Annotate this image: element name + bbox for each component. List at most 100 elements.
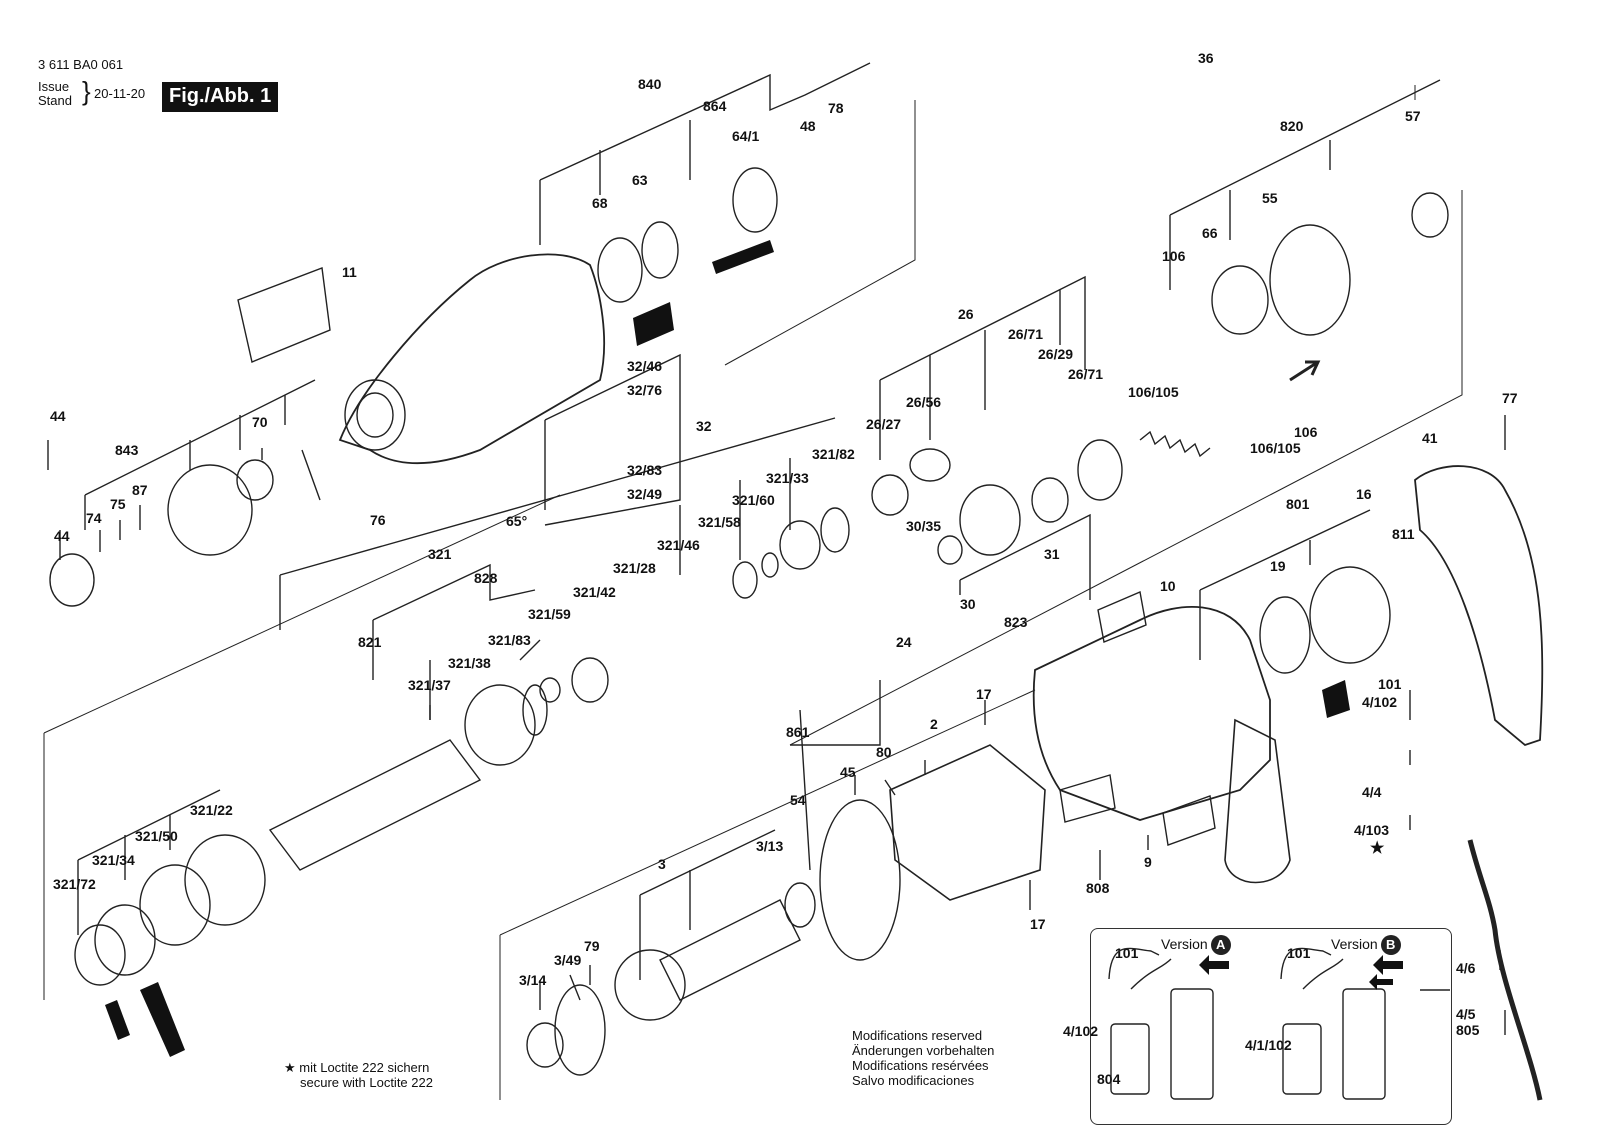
part-label: 36 — [1198, 50, 1214, 66]
part-label: 26 — [958, 306, 974, 322]
part-label: 26/29 — [1038, 346, 1074, 362]
star-icon: ★ — [284, 1060, 296, 1075]
part-label: 2 — [930, 716, 938, 732]
angle-label: 65° — [506, 513, 528, 529]
part-label: 70 — [252, 414, 268, 430]
part-label: 87 — [132, 482, 148, 498]
part-label: 4/5 — [1456, 1006, 1476, 1022]
part-label: 321/42 — [573, 584, 616, 600]
part-label: 26/56 — [906, 394, 942, 410]
part-label: 321/50 — [135, 828, 178, 844]
part-label: 30 — [960, 596, 976, 612]
part-label: 26/71 — [1008, 326, 1044, 342]
part-label: 66 — [1202, 225, 1218, 241]
modifications-fr: Modifications resérvées — [852, 1058, 989, 1073]
version-b-text: Version — [1331, 936, 1378, 952]
part-label: 321/60 — [732, 492, 775, 508]
part-label: 26/27 — [866, 416, 902, 432]
part-label: 44 — [54, 528, 70, 544]
part-label: 9 — [1144, 854, 1152, 870]
part-label: 321/34 — [92, 852, 135, 868]
part-label: 80 — [876, 744, 892, 760]
part-label: 24 — [896, 634, 912, 650]
part-label: 78 — [828, 100, 844, 116]
part-label: 3/49 — [554, 952, 582, 968]
part-label: 32/83 — [627, 462, 663, 478]
part-label: 45 — [840, 764, 856, 780]
loctite-note-en: secure with Loctite 222 — [300, 1075, 433, 1090]
part-label: 321/82 — [812, 446, 855, 462]
part-label: 32/76 — [627, 382, 663, 398]
part-label: 823 — [1004, 614, 1028, 630]
version-b-badge: B — [1380, 935, 1401, 955]
figure-label: Fig./Abb. 1 — [162, 82, 279, 112]
issue-date: 20-11-20 — [94, 86, 146, 101]
part-label: 77 — [1502, 390, 1518, 406]
part-label: 843 — [115, 442, 139, 458]
part-label: 68 — [592, 195, 608, 211]
part-label: 17 — [976, 686, 992, 702]
part-label: 321/58 — [698, 514, 741, 530]
part-label: 26/71 — [1068, 366, 1104, 382]
part-label: 32/46 — [627, 358, 663, 374]
part-label: 321/33 — [766, 470, 809, 486]
version-a-badge: A — [1210, 935, 1231, 955]
part-label: 4/1/102 — [1245, 1037, 1292, 1053]
part-label: 321/72 — [53, 876, 96, 892]
part-label: 4/103 — [1354, 822, 1390, 838]
part-label: 31 — [1044, 546, 1060, 562]
modifications-en: Modifications reserved — [852, 1028, 983, 1043]
part-label: 3/13 — [756, 838, 784, 854]
part-label: 4/102 — [1063, 1023, 1099, 1039]
part-label: 48 — [800, 118, 816, 134]
stand-label: Stand — [38, 93, 72, 108]
part-label: 801 — [1286, 496, 1310, 512]
part-label: 864 — [703, 98, 727, 114]
part-label: 808 — [1086, 880, 1110, 896]
part-label: 106/105 — [1128, 384, 1179, 400]
loctite-star-icon: ★ — [1370, 840, 1385, 857]
part-label: 32 — [696, 418, 712, 434]
part-label: 821 — [358, 634, 382, 650]
modifications-es: Salvo modificaciones — [852, 1073, 975, 1088]
part-label: 75 — [110, 496, 126, 512]
version-a-text: Version — [1161, 936, 1208, 952]
loctite-note: ★ mit Loctite 222 sichern — [284, 1060, 429, 1075]
doc-number: 3 611 BA0 061 — [38, 57, 124, 72]
part-label: 4/6 — [1456, 960, 1476, 976]
header-brace: } — [82, 76, 91, 106]
part-label: 41 — [1422, 430, 1438, 446]
part-label: 101 — [1378, 676, 1402, 692]
part-label: 16 — [1356, 486, 1372, 502]
part-label: 321/28 — [613, 560, 656, 576]
part-label: 3 — [658, 856, 666, 872]
part-label: 11 — [342, 264, 357, 280]
part-label: 32/49 — [627, 486, 663, 502]
part-label: 321/38 — [448, 655, 491, 671]
part-label: 19 — [1270, 558, 1286, 574]
part-label: 63 — [632, 172, 648, 188]
part-label: 3/14 — [519, 972, 547, 988]
part-label: 30/35 — [906, 518, 942, 534]
inset-drawing — [1108, 947, 1403, 1100]
part-label: 106 — [1294, 424, 1318, 440]
loctite-note-de: mit Loctite 222 sichern — [299, 1060, 430, 1075]
part-label: 811 — [1392, 526, 1415, 542]
part-label: 321 — [428, 546, 452, 562]
part-label: 4/102 — [1362, 694, 1398, 710]
part-label: 840 — [638, 76, 662, 92]
part-label: 79 — [584, 938, 600, 954]
part-label: 820 — [1280, 118, 1304, 134]
part-label: 321/59 — [528, 606, 571, 622]
part-label: 4/4 — [1362, 784, 1382, 800]
part-label: 54 — [790, 792, 806, 808]
part-label: 321/22 — [190, 802, 233, 818]
part-label: 861 — [786, 724, 810, 740]
issue-label: Issue — [38, 79, 70, 94]
part-label: 64/1 — [732, 128, 760, 144]
part-label: 321/83 — [488, 632, 531, 648]
